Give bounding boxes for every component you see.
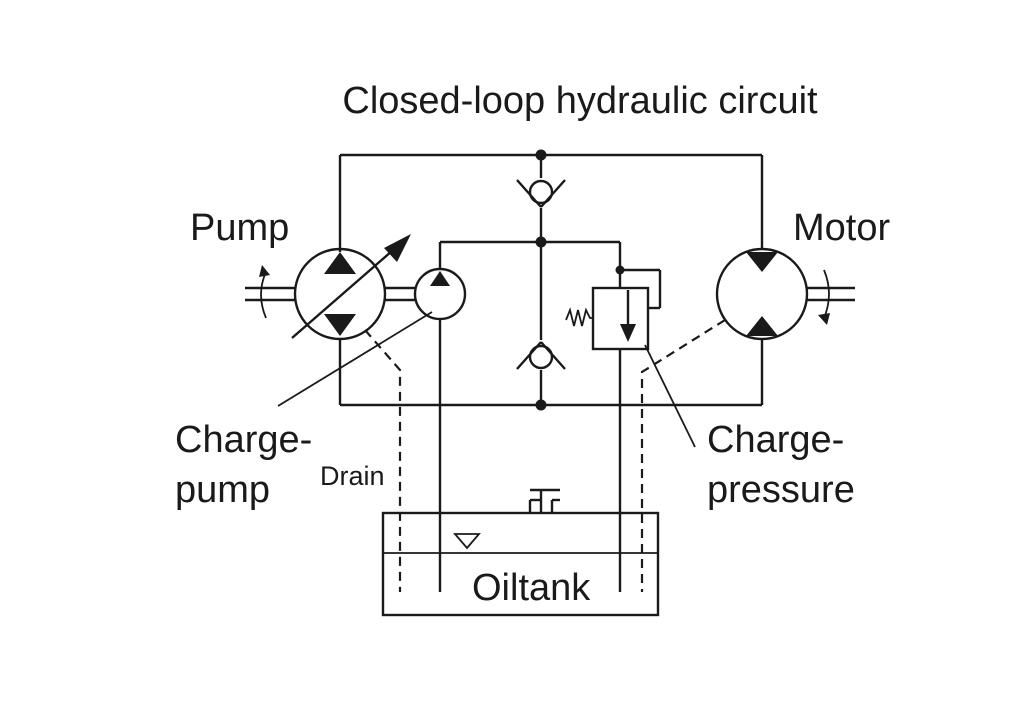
pump-shaft bbox=[245, 265, 295, 319]
charge-feed-lines bbox=[438, 240, 622, 592]
upper-check-valve bbox=[516, 179, 566, 208]
oiltank-label: Oiltank bbox=[472, 567, 591, 609]
charge-pump-label-line1: Charge- bbox=[175, 419, 312, 461]
pump-symbol bbox=[291, 234, 411, 341]
pump-label: Pump bbox=[190, 207, 289, 249]
relief-valve bbox=[565, 265, 662, 592]
motor-label: Motor bbox=[793, 207, 890, 249]
junction-dot bbox=[535, 399, 547, 411]
diagram-title: Closed-loop hydraulic circuit bbox=[342, 80, 818, 122]
charge-pressure-label-line2: pressure bbox=[707, 469, 855, 511]
junction-dot bbox=[535, 149, 547, 161]
charge-pump-symbol bbox=[413, 267, 467, 321]
main-loop-lines bbox=[338, 153, 764, 407]
label-leaders bbox=[277, 311, 696, 448]
motor-shaft bbox=[807, 269, 855, 325]
drain-lines bbox=[364, 319, 726, 592]
lower-check-valve bbox=[516, 341, 566, 370]
oil-tank bbox=[381, 488, 660, 617]
center-branch bbox=[535, 149, 547, 411]
charge-pressure-label-line1: Charge- bbox=[707, 419, 844, 461]
pump-coupling bbox=[385, 286, 416, 302]
drain-label: Drain bbox=[320, 461, 385, 491]
charge-pump-label-line2: pump bbox=[175, 469, 270, 511]
motor-symbol bbox=[715, 247, 809, 341]
